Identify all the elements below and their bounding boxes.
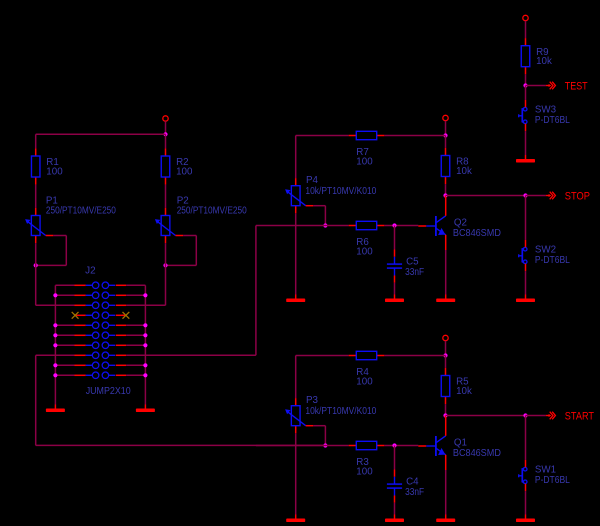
svg-text:Q2: Q2 xyxy=(454,218,467,229)
svg-text:100: 100 xyxy=(356,467,373,478)
svg-text:10k: 10k xyxy=(536,56,552,67)
svg-text:P-DT6BL: P-DT6BL xyxy=(535,255,570,266)
svg-text:R6: R6 xyxy=(356,237,369,248)
svg-text:33nF: 33nF xyxy=(405,487,424,498)
svg-text:100: 100 xyxy=(356,157,373,168)
svg-text:SW2: SW2 xyxy=(535,244,556,255)
svg-text:250/PT10MV/E250: 250/PT10MV/E250 xyxy=(177,206,247,217)
svg-text:J2: J2 xyxy=(85,265,96,276)
svg-text:10k: 10k xyxy=(456,166,472,177)
svg-text:BC846SMD: BC846SMD xyxy=(453,448,501,459)
svg-text:P3: P3 xyxy=(306,395,319,406)
svg-text:START: START xyxy=(565,411,595,423)
svg-text:R2: R2 xyxy=(176,157,189,168)
svg-text:P-DT6BL: P-DT6BL xyxy=(535,115,570,126)
svg-text:100: 100 xyxy=(46,167,63,178)
svg-text:BC846SMD: BC846SMD xyxy=(453,228,501,239)
svg-text:P2: P2 xyxy=(177,196,189,207)
svg-text:JUMP2X10: JUMP2X10 xyxy=(86,386,131,397)
svg-text:SW3: SW3 xyxy=(535,104,557,115)
svg-text:100: 100 xyxy=(356,247,373,258)
svg-text:33nF: 33nF xyxy=(405,267,424,278)
svg-text:10k: 10k xyxy=(456,386,472,397)
svg-text:R8: R8 xyxy=(456,157,469,168)
svg-text:R5: R5 xyxy=(456,377,469,388)
svg-text:250/PT10MV/E250: 250/PT10MV/E250 xyxy=(46,206,116,217)
svg-text:10k/PT10MV/K010: 10k/PT10MV/K010 xyxy=(305,186,376,197)
svg-text:R4: R4 xyxy=(356,367,369,378)
svg-text:P4: P4 xyxy=(306,175,319,186)
svg-text:C5: C5 xyxy=(406,257,419,268)
svg-text:R9: R9 xyxy=(536,47,549,58)
svg-text:100: 100 xyxy=(176,167,193,178)
svg-text:Q1: Q1 xyxy=(454,438,467,449)
svg-text:100: 100 xyxy=(356,377,373,388)
svg-text:C4: C4 xyxy=(406,477,419,488)
svg-text:TEST: TEST xyxy=(565,81,588,93)
svg-text:SW1: SW1 xyxy=(535,464,556,475)
svg-text:STOP: STOP xyxy=(565,191,590,203)
svg-text:P1: P1 xyxy=(46,196,58,207)
svg-text:10k/PT10MV/K010: 10k/PT10MV/K010 xyxy=(305,406,376,417)
svg-text:R3: R3 xyxy=(356,457,369,468)
svg-text:P-DT6BL: P-DT6BL xyxy=(535,475,570,486)
svg-text:R1: R1 xyxy=(46,157,59,168)
svg-text:R7: R7 xyxy=(356,147,369,158)
